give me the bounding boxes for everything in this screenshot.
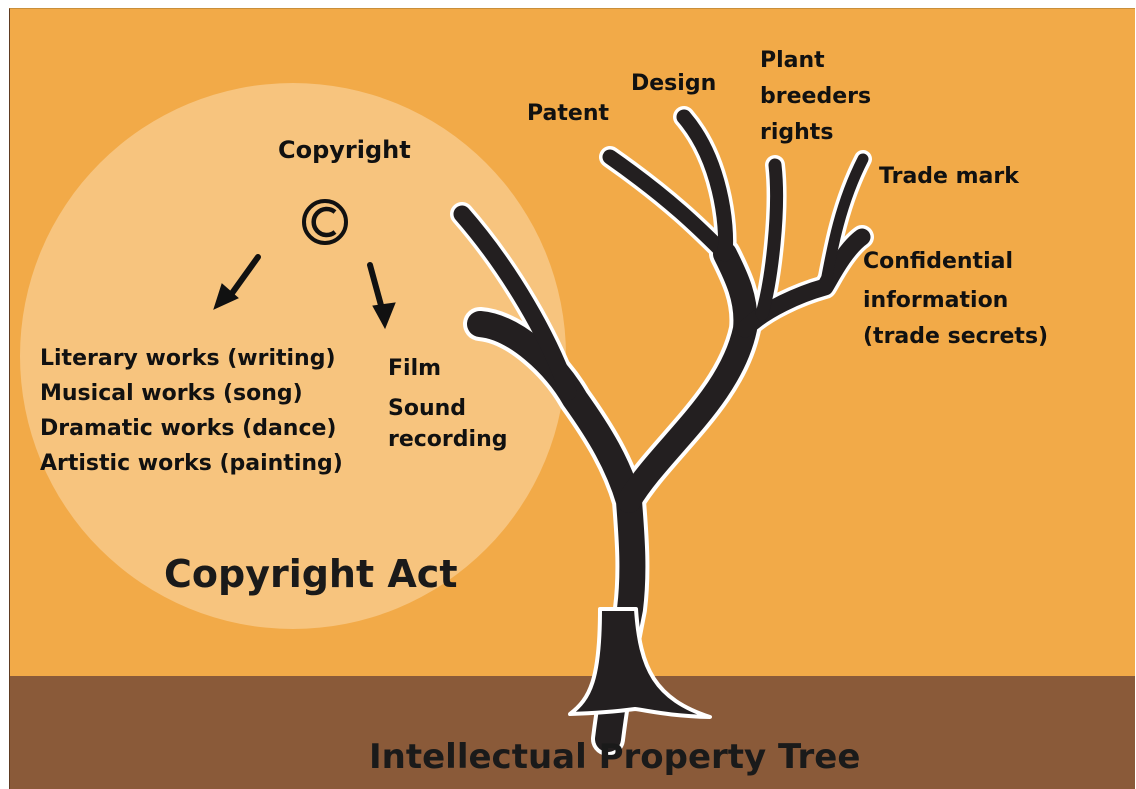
left-works-list: Literary works (writing) Musical works (…	[40, 346, 343, 476]
work-musical: Musical works (song)	[40, 381, 303, 406]
arrow-down-left-icon	[213, 254, 261, 310]
copyright-heading: Copyright	[278, 136, 411, 164]
right-works-list: Film Sound recording	[388, 356, 507, 452]
branch-confidential-line1: Confidential	[863, 249, 1013, 274]
work-dramatic: Dramatic works (dance)	[40, 416, 336, 441]
branch-confidential-line3: (trade secrets)	[863, 324, 1048, 349]
branch-trade-mark: Trade mark	[879, 164, 1020, 189]
copyright-circle	[20, 83, 566, 629]
ground	[10, 676, 1135, 789]
branch-plant-line3: rights	[760, 120, 833, 145]
copyright-icon	[302, 199, 348, 245]
copyright-act-label: Copyright Act	[164, 552, 457, 596]
diagram-title: Intellectual Property Tree	[369, 737, 860, 777]
ip-tree-diagram: Copyright Literary works (writing) Music…	[10, 9, 1135, 789]
branch-plant-line2: breeders	[760, 84, 871, 109]
work-literary: Literary works (writing)	[40, 346, 336, 371]
branch-plant-line1: Plant	[760, 48, 825, 73]
branch-confidential-line2: information	[863, 288, 1008, 313]
work-sound-line1: Sound	[388, 396, 466, 421]
branch-design: Design	[631, 71, 716, 96]
work-sound-line2: recording	[388, 427, 507, 452]
arrow-down-right-icon	[367, 262, 396, 330]
tree	[450, 106, 874, 756]
branch-patent: Patent	[527, 101, 609, 126]
work-artistic: Artistic works (painting)	[40, 451, 343, 476]
work-film: Film	[388, 356, 441, 381]
diagram-frame: Copyright Literary works (writing) Music…	[9, 8, 1135, 789]
tree-roots	[568, 607, 712, 719]
